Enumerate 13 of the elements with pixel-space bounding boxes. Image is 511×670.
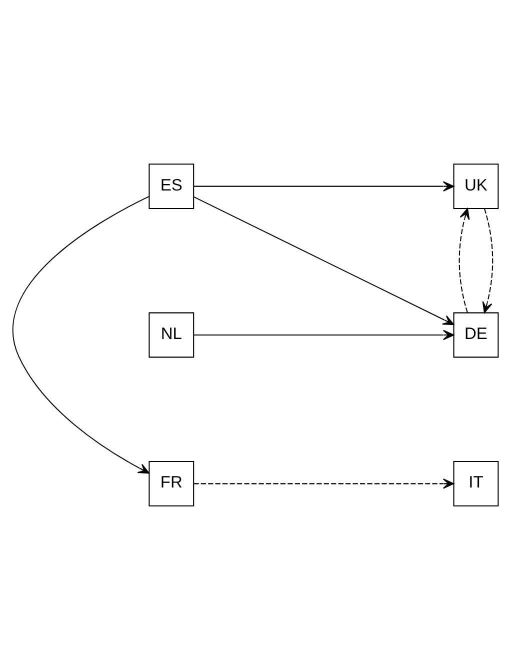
node-box: ES: [148, 164, 194, 210]
arrow: [193, 196, 454, 326]
arrow: [194, 330, 454, 340]
arrow: [12, 196, 150, 474]
node-box: UK: [453, 164, 499, 210]
node-box: DE: [453, 312, 499, 358]
node-box: NL: [148, 312, 194, 358]
arrow: [458, 208, 470, 313]
arrow: [194, 181, 454, 192]
node-box: FR: [148, 460, 194, 506]
node-box: IT: [453, 460, 499, 506]
arrow: [194, 478, 454, 489]
arrow: [482, 208, 494, 314]
